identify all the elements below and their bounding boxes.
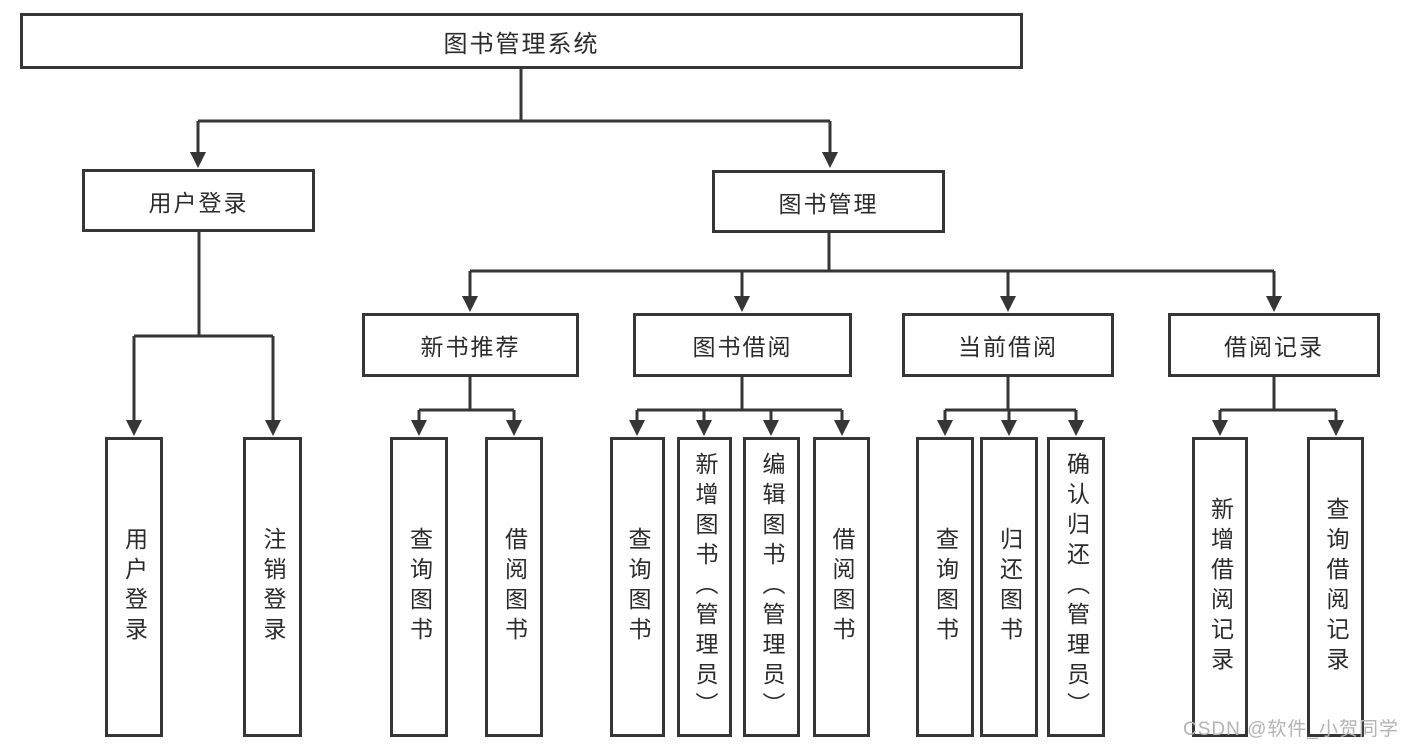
leaf-label: 用户登录 [121, 527, 148, 647]
leaf-query-books-borrow: 查询图书 [610, 437, 665, 737]
leaf-borrow-books: 借阅图书 [813, 437, 870, 737]
leaf-add-borrow-record: 新增借阅记录 [1192, 437, 1248, 737]
leaf-label: 新增图书（管理员） [692, 452, 718, 722]
leaf-label: 借阅图书 [501, 527, 528, 647]
leaf-edit-book-admin: 编辑图书（管理员） [743, 437, 800, 737]
csdn-watermark: CSDN @软件_小贺同学 [1183, 719, 1399, 740]
node-label: 用户登录 [148, 189, 249, 216]
node-label: 新书推荐 [420, 334, 521, 360]
leaf-add-book-admin: 新增图书（管理员） [677, 437, 732, 737]
leaf-label: 确认归还（管理员） [1063, 452, 1090, 722]
leaf-label: 借阅图书 [829, 527, 855, 647]
leaf-confirm-return-admin: 确认归还（管理员） [1047, 437, 1105, 737]
leaf-label: 归还图书 [996, 527, 1023, 647]
node-label: 当前借阅 [958, 334, 1058, 360]
node-label: 图书管理 [778, 190, 879, 217]
node-label: 图书管理系统 [443, 30, 600, 58]
node-library-management-system: 图书管理系统 [20, 13, 1023, 69]
node-borrow-records: 借阅记录 [1168, 313, 1380, 377]
leaf-label: 查询借阅记录 [1323, 497, 1349, 677]
arrowheads [126, 152, 1344, 436]
leaf-label: 编辑图书（管理员） [759, 452, 785, 722]
leaf-logout: 注销登录 [243, 437, 302, 737]
node-user-login-branch: 用户登录 [82, 169, 315, 232]
leaf-label: 新增借阅记录 [1207, 497, 1234, 677]
node-current-borrow: 当前借阅 [902, 313, 1114, 377]
node-new-book-recommend: 新书推荐 [362, 313, 579, 377]
leaf-label: 查询图书 [406, 527, 433, 647]
node-label: 借阅记录 [1224, 334, 1324, 360]
leaf-borrow-books-recommend: 借阅图书 [485, 437, 543, 737]
node-label: 图书借阅 [692, 334, 793, 360]
leaf-label: 注销登录 [260, 527, 286, 647]
leaf-user-login: 用户登录 [105, 437, 163, 737]
leaf-label: 查询图书 [932, 527, 959, 647]
node-book-management: 图书管理 [712, 170, 945, 233]
node-book-borrow: 图书借阅 [633, 313, 852, 377]
leaf-label: 查询图书 [625, 527, 651, 647]
connector-paths [132, 69, 1338, 423]
leaf-return-books: 归还图书 [980, 437, 1038, 737]
leaf-query-borrow-record: 查询借阅记录 [1307, 437, 1364, 737]
leaf-query-books-recommend: 查询图书 [390, 437, 448, 737]
leaf-query-books-current: 查询图书 [916, 437, 974, 737]
